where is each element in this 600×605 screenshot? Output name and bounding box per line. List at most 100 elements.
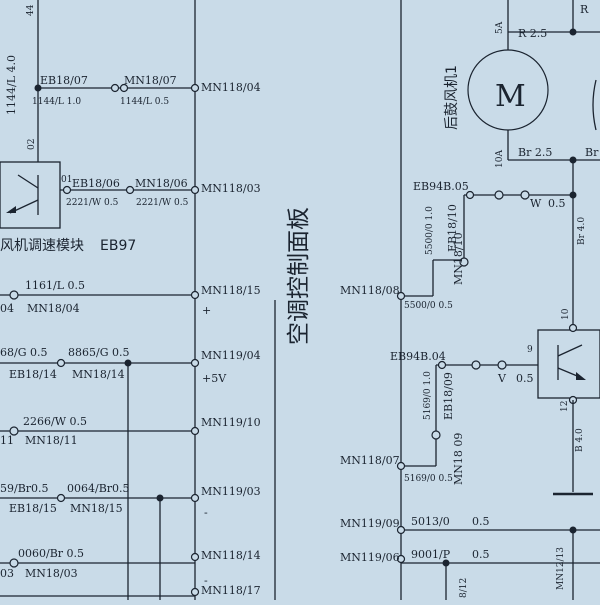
- module2-transistor-collector: [557, 344, 583, 357]
- label-mn119-03: MN119/03: [201, 485, 261, 498]
- label-v05: 0.5: [516, 372, 534, 385]
- wire-1144-label: 1144/L 4.0: [5, 55, 18, 115]
- plus-mark: +: [202, 304, 211, 317]
- label-5500-1: 5500/0 1.0: [425, 206, 435, 255]
- connector-mn18-03: [9, 558, 19, 568]
- module-transistor-collector: [17, 174, 39, 189]
- label-1161: 1161/L 0.5: [25, 279, 85, 292]
- label-mn18-10: MN18/10: [452, 232, 465, 285]
- motor-symbol: M: [495, 79, 526, 114]
- module-pin-9: 9: [527, 345, 533, 355]
- connector-mn119-04: [190, 358, 200, 368]
- connector-eb18-07: [110, 83, 120, 93]
- connector-v-2: [497, 360, 507, 370]
- connector-eb18-15: [56, 493, 66, 503]
- label-eb18-15: EB18/15: [9, 502, 57, 515]
- connector-mn119-09: [396, 525, 406, 535]
- module-pin-12: 12: [560, 401, 570, 412]
- label-2221-b: 2221/W 0.5: [136, 198, 189, 208]
- connector-mn119-10: [190, 426, 200, 436]
- label-1144-1: 1144/L 1.0: [32, 97, 81, 107]
- label-0060br: 0060/Br 0.5: [18, 547, 84, 560]
- module-emitter-arrow: [6, 206, 16, 213]
- label-mn18-09: MN18 09: [452, 433, 465, 485]
- connector-w-2: [520, 190, 530, 200]
- connector-eb18-10: [459, 257, 469, 267]
- module-pin-02: 02: [27, 139, 37, 150]
- module-pin-10: 10: [561, 308, 571, 320]
- fan-speed-module: [0, 161, 61, 229]
- module-pin-01: 01: [61, 175, 72, 185]
- label-5169-05: 5169/0 0.5: [404, 474, 453, 484]
- label-mn18-06: MN18/06: [135, 177, 188, 190]
- label-mn18-07: MN18/07: [124, 74, 177, 87]
- module-code: EB97: [100, 238, 136, 254]
- label-w05: 0.5: [548, 197, 566, 210]
- label-8865g: 8865/G 0.5: [68, 346, 129, 359]
- label-59br: 59/Br0.5: [0, 482, 49, 495]
- minus-mark-2: -: [204, 574, 208, 587]
- connector-mn118-08: [396, 291, 406, 301]
- label-mn18-03: MN18/03: [25, 567, 78, 580]
- label-mn119-04: MN119/04: [201, 349, 261, 362]
- label-mn118-03: MN118/03: [201, 182, 261, 195]
- motor-wire-r25: R 2.5: [518, 27, 547, 40]
- motor-wire-r: R: [580, 3, 589, 16]
- connector-mn119-06: [396, 554, 406, 564]
- label-9001: 9001/P: [411, 548, 451, 561]
- label-b40: B 4.0: [575, 428, 585, 452]
- label-mn118-07: MN118/07: [340, 454, 400, 467]
- label-8-12: 8/12: [459, 578, 469, 598]
- panel-title: 空调控制面板: [286, 207, 312, 345]
- label-5013: 5013/0: [411, 515, 450, 528]
- label-11: 11: [0, 434, 14, 447]
- splice-br40: [569, 191, 577, 199]
- connector-eb94b05: [465, 190, 475, 200]
- motor-wire-br: Br: [585, 146, 599, 159]
- label-mn18-15: MN18/15: [70, 502, 123, 515]
- label-eb18-14: EB18/14: [9, 368, 57, 381]
- motor-name: 后鼓风机1: [444, 65, 460, 130]
- connector-eb18-09: [431, 430, 441, 440]
- label-eb18-10: EB18/10: [446, 204, 459, 252]
- pin-44-label: 44: [26, 4, 36, 16]
- connector-eb94b04: [437, 360, 447, 370]
- adjacent-motor-edge: [592, 79, 597, 131]
- connector-mn118-15: [190, 290, 200, 300]
- label-mn18-11: MN18/11: [25, 434, 78, 447]
- label-5500-05: 5500/0 0.5: [404, 301, 453, 311]
- connector-mn118-14: [190, 552, 200, 562]
- label-04: 04: [0, 302, 14, 315]
- module-pin-10-node: [568, 323, 578, 333]
- label-eb18-07: EB18/07: [40, 74, 88, 87]
- label-03: 03: [0, 567, 14, 580]
- label-mn118-15: MN118/15: [201, 284, 261, 297]
- label-w: W: [530, 197, 542, 210]
- label-0064br: 0064/Br0.5: [67, 482, 130, 495]
- connector-w-1: [494, 190, 504, 200]
- label-mn118-17: MN118/17: [201, 584, 261, 597]
- label-1144-05: 1144/L 0.5: [120, 97, 169, 107]
- connector-eb18-06: [62, 185, 72, 195]
- connector-mn18-04: [9, 290, 19, 300]
- label-68g: 68/G 0.5: [0, 346, 47, 359]
- connector-mn118-17: [190, 587, 200, 597]
- label-mn119-10: MN119/10: [201, 416, 261, 429]
- connector-mn118-03: [190, 185, 200, 195]
- connector-mn118-07: [396, 461, 406, 471]
- motor-pin-5a: 5A: [495, 21, 505, 34]
- label-mn118-04: MN118/04: [201, 81, 261, 94]
- connector-mn119-03: [190, 493, 200, 503]
- module2-emitter-arrow: [576, 372, 586, 380]
- label-mn12-13: MN12/13: [556, 547, 566, 590]
- label-eb18-09: EB18/09: [442, 372, 455, 420]
- label-2266: 2266/W 0.5: [23, 415, 87, 428]
- minus-mark: -: [204, 506, 208, 519]
- label-eb94b04: EB94B.04: [390, 350, 446, 363]
- label-5013-05: 0.5: [472, 515, 490, 528]
- label-mn18-14: MN18/14: [72, 368, 125, 381]
- label-mn18-04: MN18/04: [27, 302, 80, 315]
- label-mn118-08: MN118/08: [340, 284, 400, 297]
